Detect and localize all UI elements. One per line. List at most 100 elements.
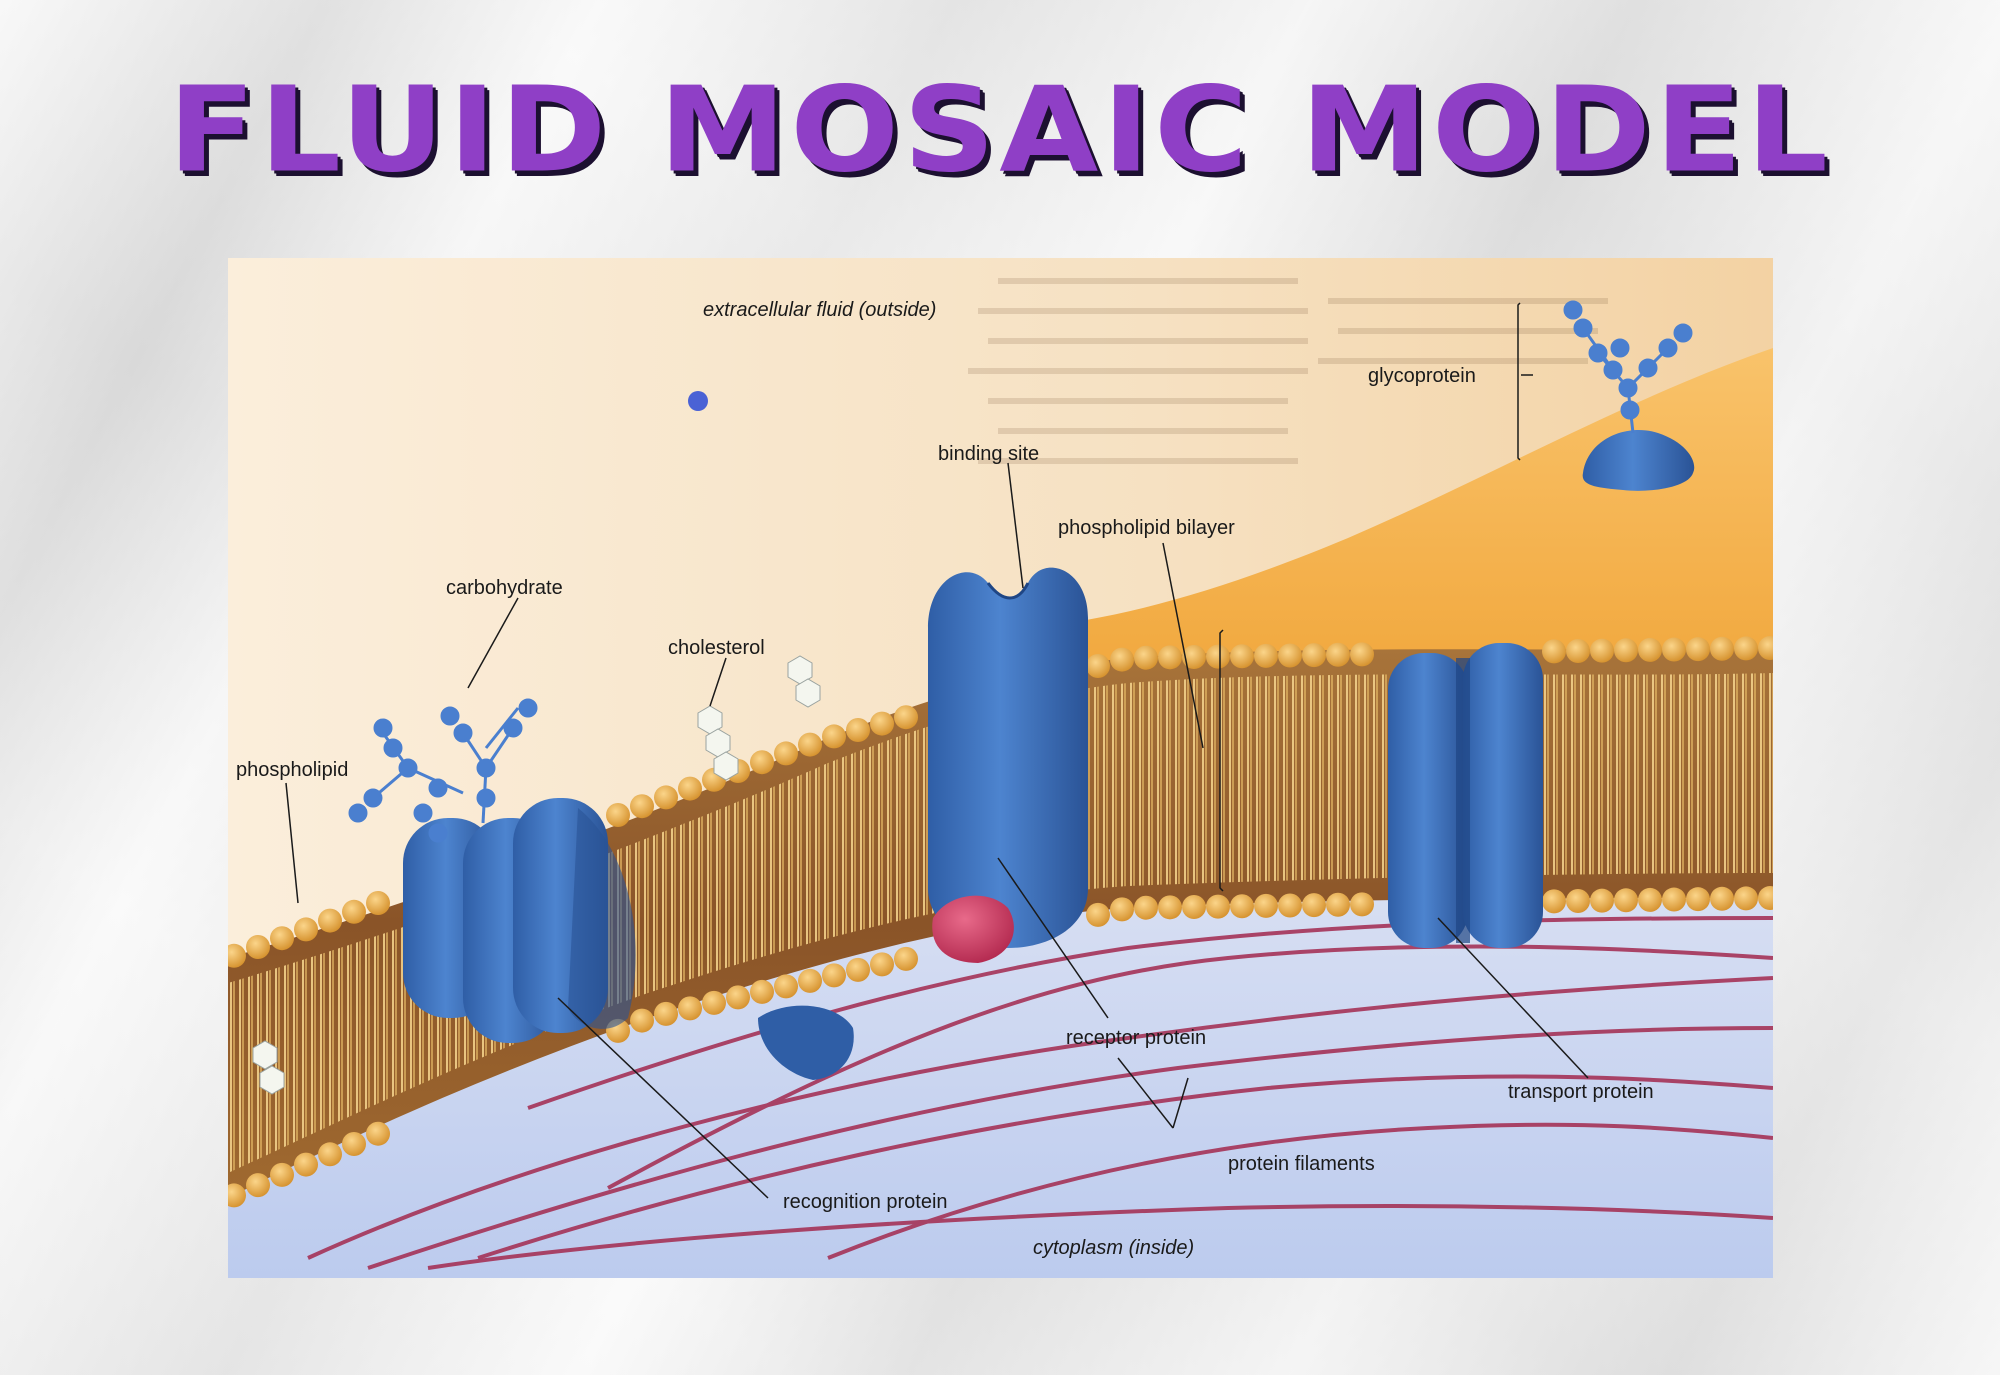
phospholipid-head bbox=[318, 908, 342, 933]
phospholipid-head bbox=[1182, 644, 1206, 669]
phospholipid-head bbox=[654, 1001, 678, 1026]
peripheral-protein bbox=[758, 1005, 854, 1080]
phospholipid-head bbox=[1134, 645, 1158, 670]
phospholipid-head bbox=[1278, 893, 1302, 918]
transport-protein bbox=[1388, 643, 1543, 948]
phospholipid-heads-inner bbox=[228, 886, 1773, 1208]
phospholipid-head bbox=[1710, 886, 1734, 911]
phospholipid-head bbox=[1614, 888, 1638, 913]
phospholipid-head bbox=[270, 926, 294, 951]
phospholipid-head bbox=[1566, 639, 1590, 664]
solute-particle bbox=[688, 391, 708, 411]
phospholipid-head bbox=[678, 776, 702, 801]
phospholipid-head bbox=[1158, 645, 1182, 670]
phospholipid-head bbox=[1278, 643, 1302, 668]
label-carbohydrate: carbohydrate bbox=[446, 577, 563, 599]
leader-lines bbox=[285, 302, 1589, 1199]
phospholipid-head bbox=[1734, 886, 1758, 911]
phospholipid-head bbox=[750, 750, 774, 775]
phospholipid-head bbox=[1086, 902, 1110, 927]
cytoplasm-region bbox=[228, 864, 1773, 1278]
phospholipid-head bbox=[1638, 887, 1662, 912]
phospholipid-head bbox=[1542, 889, 1566, 914]
phospholipid-head bbox=[678, 996, 702, 1021]
label-phospholipid-bilayer: phospholipid bilayer bbox=[1058, 517, 1235, 539]
phospholipid-head bbox=[366, 891, 390, 915]
phospholipid-head bbox=[228, 943, 246, 968]
phospholipid-head bbox=[774, 741, 798, 766]
label-protein-filaments: protein filaments bbox=[1228, 1153, 1375, 1175]
phospholipid-head bbox=[1086, 654, 1110, 678]
phospholipid-head bbox=[1686, 887, 1710, 912]
phospholipid-head bbox=[246, 935, 270, 959]
phospholipid-head bbox=[1590, 888, 1614, 913]
phospholipid-head bbox=[846, 957, 870, 982]
phospholipid-head bbox=[270, 1162, 294, 1187]
fatty-acid-tails bbox=[228, 673, 1773, 1173]
phospholipid-head bbox=[798, 732, 822, 757]
label-recognition-protein: recognition protein bbox=[783, 1191, 948, 1213]
phospholipid-head bbox=[894, 705, 918, 730]
phospholipid-head bbox=[1302, 643, 1326, 668]
phospholipid-head bbox=[870, 952, 894, 977]
label-glycoprotein: glycoprotein bbox=[1368, 365, 1476, 387]
phospholipid-head bbox=[1686, 637, 1710, 662]
phospholipid-head bbox=[1302, 893, 1326, 918]
phospholipid-head bbox=[1158, 895, 1182, 920]
phospholipid-head bbox=[342, 1132, 366, 1156]
recognition-protein bbox=[403, 798, 636, 1043]
phospholipid-head bbox=[1758, 636, 1773, 661]
phospholipid-head bbox=[366, 1121, 390, 1146]
membrane-diagram: extracellular fluid (outside) glycoprote… bbox=[228, 258, 1773, 1278]
phospholipid-head bbox=[726, 985, 750, 1010]
phospholipid-head bbox=[1134, 895, 1158, 920]
phospholipid-head bbox=[822, 963, 846, 988]
protein-filaments bbox=[307, 916, 1773, 1270]
phospholipid-head bbox=[318, 1142, 342, 1167]
phospholipid-head bbox=[702, 990, 726, 1015]
phospholipid-head bbox=[1734, 636, 1758, 661]
label-cholesterol: cholesterol bbox=[668, 637, 765, 659]
page-title: FLUID MOSAIC MODEL bbox=[168, 62, 1832, 200]
phospholipid-head bbox=[1590, 638, 1614, 663]
label-phospholipid: phospholipid bbox=[236, 759, 348, 781]
phospholipid-head bbox=[774, 974, 798, 999]
phospholipid-head bbox=[1230, 894, 1254, 919]
phospholipid-head bbox=[1230, 644, 1254, 669]
phospholipid-head bbox=[1542, 639, 1566, 664]
glycoprotein bbox=[1563, 300, 1695, 491]
phospholipid-head bbox=[1206, 644, 1230, 669]
phospholipid-head bbox=[1182, 894, 1206, 919]
label-extracellular: extracellular fluid (outside) bbox=[703, 299, 936, 321]
phospholipid-head bbox=[822, 724, 846, 749]
phospholipid-heads-outer bbox=[228, 636, 1773, 968]
phospholipid-head bbox=[246, 1173, 270, 1198]
phospholipid-head bbox=[1662, 637, 1686, 662]
phospholipid-head bbox=[654, 785, 678, 810]
phospholipid-head bbox=[846, 718, 870, 742]
phospholipid-head bbox=[1566, 889, 1590, 914]
phospholipid-head bbox=[630, 1008, 654, 1033]
phospholipid-head bbox=[1206, 894, 1230, 919]
phospholipid-head bbox=[798, 968, 822, 993]
label-binding-site: binding site bbox=[938, 443, 1039, 465]
extracellular-matrix bbox=[1028, 348, 1773, 688]
phospholipid-head bbox=[1350, 892, 1374, 917]
phospholipid-head bbox=[870, 711, 894, 736]
phospholipid-head bbox=[750, 979, 774, 1004]
phospholipid-head bbox=[1350, 642, 1374, 667]
phospholipid-head bbox=[606, 803, 630, 827]
phospholipid-head bbox=[630, 794, 654, 819]
receptor-protein bbox=[928, 567, 1088, 948]
carbohydrate-chain bbox=[348, 698, 538, 843]
phospholipid-head bbox=[228, 1183, 246, 1208]
phospholipid-head bbox=[1758, 886, 1773, 911]
phospholipid-head bbox=[1110, 647, 1134, 672]
phospholipid-head bbox=[1254, 643, 1278, 668]
phospholipid-head bbox=[1638, 637, 1662, 662]
phospholipid-head bbox=[1254, 893, 1278, 918]
phospholipid-head bbox=[894, 946, 918, 971]
phospholipid-head bbox=[1710, 636, 1734, 661]
phospholipid-head bbox=[1662, 887, 1686, 912]
label-cytoplasm: cytoplasm (inside) bbox=[1033, 1237, 1194, 1259]
